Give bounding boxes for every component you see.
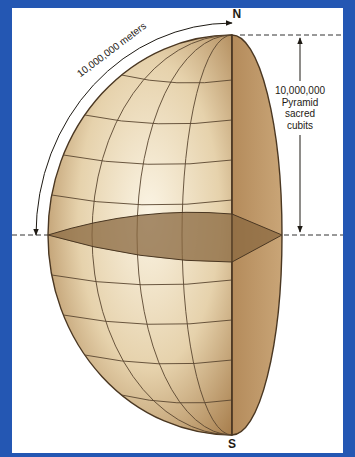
arc-dimension-label: 10,000,000 meters [74, 20, 148, 79]
arc-dimension [36, 23, 232, 235]
pole-label: S [228, 438, 236, 452]
dimension-arrow [300, 135, 301, 232]
panel [12, 8, 343, 453]
dimension-arrow [300, 38, 301, 81]
equatorial-plane [48, 212, 282, 262]
axis [232, 35, 233, 435]
height-dimension-label: 10,000,000 Pyramid sacred cubits [271, 85, 329, 131]
dashed-line [240, 35, 343, 36]
pole-label: N [233, 8, 242, 22]
